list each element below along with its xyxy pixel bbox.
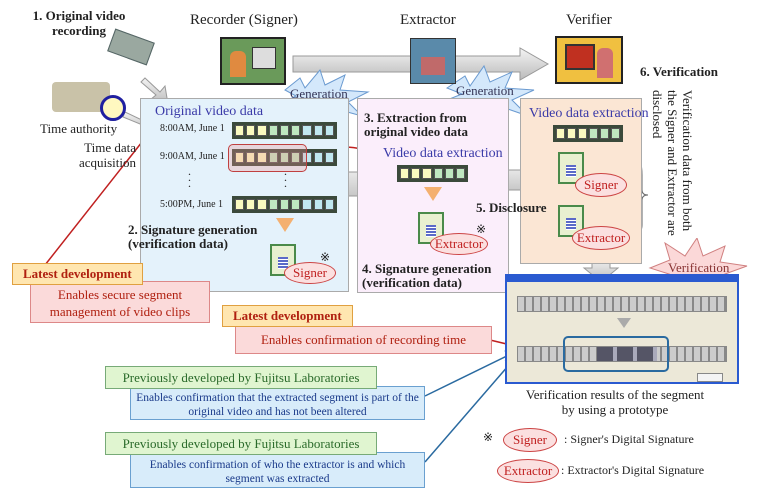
disclosure-note: Verification data from both the Signer a…: [650, 90, 695, 236]
latest1-title: Latest development: [12, 263, 143, 285]
legend-extractor-desc: : Extractor's Digital Signature: [561, 463, 705, 477]
film-strip: [232, 196, 337, 213]
time-row: 8:00AM, June 1: [160, 123, 225, 134]
step5-label: 5. Disclosure: [476, 200, 547, 215]
generation-label: Generation: [290, 86, 348, 101]
down-arrow: [276, 218, 294, 232]
extractor-badge: Extractor: [572, 226, 630, 250]
note-mark: ※: [476, 222, 487, 236]
legend-extractor-badge: Extractor: [497, 459, 559, 483]
time-row: 5:00PM, June 1: [160, 199, 224, 210]
signer-badge: Signer: [284, 262, 336, 284]
time-data-label: Time data acquisition: [78, 140, 136, 170]
down-arrow: [424, 187, 442, 201]
film-strip: [397, 165, 468, 182]
original-video-title: Original video data: [155, 104, 264, 119]
step4-label: 4. Signature generation (verification da…: [362, 261, 492, 290]
verification-label: Verification: [668, 260, 730, 275]
time-authority-label: Time authority: [40, 121, 118, 136]
extractor-badge: Extractor: [430, 233, 488, 255]
latest2-desc: Enables confirmation of recording time: [235, 326, 492, 354]
latest2-title: Latest development: [222, 305, 353, 327]
step1-label: 1. Original video recording: [32, 8, 126, 38]
extractor-label: Extractor: [400, 12, 456, 28]
note-mark: ※: [320, 250, 331, 264]
ellipsis: ...: [188, 164, 191, 190]
prev1-desc: Enables confirmation that the extracted …: [130, 386, 425, 420]
prototype-caption: Verification results of the segment by u…: [525, 387, 705, 417]
step2-label: 2. Signature generation (verification da…: [128, 222, 258, 251]
selected-segment: [228, 144, 307, 172]
recorder-label: Recorder (Signer): [190, 12, 298, 28]
prev2-title: Previously developed by Fujitsu Laborato…: [105, 432, 377, 455]
film-strip: [232, 149, 337, 166]
signer-badge: Signer: [575, 173, 627, 197]
step6-label: 6. Verification: [640, 64, 718, 79]
extractor-picture: [410, 38, 456, 84]
legend-mark: ※: [483, 430, 494, 444]
latest1-desc: Enables secure segment management of vid…: [30, 281, 210, 323]
step3-label: 3. Extraction from original video data: [364, 110, 469, 139]
legend-signer-desc: : Signer's Digital Signature: [564, 432, 694, 446]
legend-signer-badge: Signer: [503, 428, 557, 452]
verifier-picture: [555, 36, 623, 84]
prev1-title: Previously developed by Fujitsu Laborato…: [105, 366, 377, 389]
generation-label: Generation: [456, 83, 514, 98]
film-strip: [232, 122, 337, 139]
time-row: 9:00AM, June 1: [160, 151, 225, 162]
film-strip: [553, 125, 623, 142]
prev2-desc: Enables confirmation of who the extracto…: [130, 452, 425, 488]
verifier-label: Verifier: [566, 12, 612, 28]
extraction-title: Video data extraction: [383, 146, 503, 161]
recorder-picture: [220, 37, 286, 85]
verification-extraction-title: Video data extraction: [529, 106, 649, 121]
clock-icon: [100, 95, 126, 121]
prototype-window: [505, 274, 739, 384]
